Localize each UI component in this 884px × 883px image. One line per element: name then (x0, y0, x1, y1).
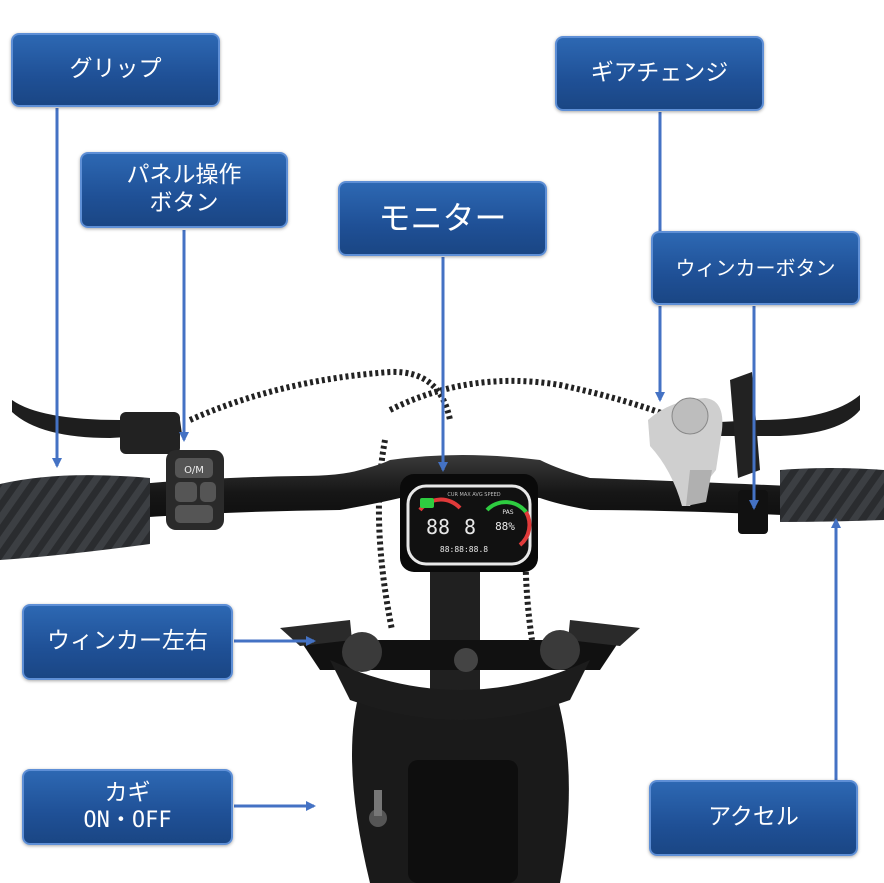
display-bottom-digits: 88:88:88.8 (440, 545, 488, 554)
label-gear-change: ギアチェンジ (555, 36, 764, 111)
label-accelerator: アクセル (649, 780, 858, 856)
label-grip-text: グリップ (69, 56, 162, 83)
callout-arrows (52, 108, 841, 811)
fork-assembly (300, 540, 620, 883)
display-center-digit: 8 (464, 515, 476, 539)
left-brake-lever (12, 400, 182, 454)
label-winker-button-text: ウィンカーボタン (675, 256, 836, 280)
display-pas-label: PAS (502, 509, 513, 516)
label-panel-line2: ボタン (149, 190, 219, 216)
accelerator-throttle (738, 490, 768, 534)
label-panel-buttons: パネル操作 ボタン (80, 152, 288, 228)
label-gear-text: ギアチェンジ (590, 59, 729, 86)
label-key-on-off: カギ ON・OFF (22, 769, 233, 845)
right-brake-lever (720, 372, 860, 478)
display-battery-digits: 88 (426, 515, 450, 539)
gear-shifter (648, 397, 723, 506)
label-grip: グリップ (11, 33, 220, 107)
label-key-line2: ON・OFF (83, 807, 172, 833)
key-switch (369, 790, 387, 827)
display-assist-percent: 88% (495, 520, 515, 533)
display-top-labels: CUR MAX AVG SPEED (447, 492, 500, 498)
label-winker-left-right: ウィンカー左右 (22, 604, 233, 680)
display-monitor: CUR MAX AVG SPEED 88 8 PAS 88% 88:88:88.… (400, 474, 538, 572)
svg-text:O/M: O/M (184, 465, 204, 476)
label-winker-lr-text: ウィンカー左右 (47, 628, 208, 655)
label-monitor-text: モニター (378, 199, 507, 238)
label-panel-line1: パネル操作 (126, 162, 242, 189)
control-pad: O/M (166, 450, 224, 530)
label-monitor: モニター (338, 181, 547, 256)
label-accel-text: アクセル (708, 804, 799, 831)
label-winker-button: ウィンカーボタン (651, 231, 860, 305)
label-key-line1: カギ (104, 780, 151, 806)
coiled-cables (188, 368, 682, 641)
